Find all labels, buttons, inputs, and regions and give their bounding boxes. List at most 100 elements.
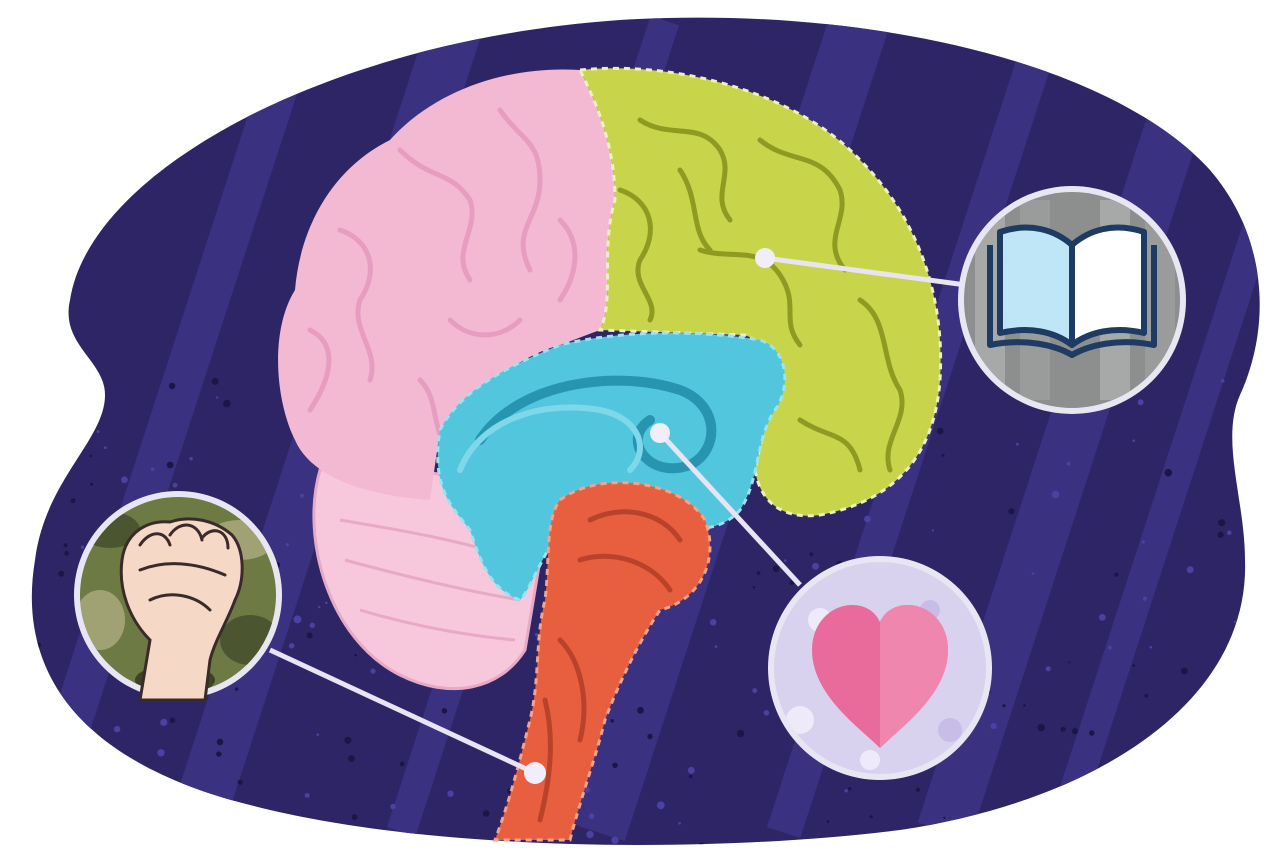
speckle — [212, 378, 219, 385]
speckle — [169, 383, 175, 389]
speckle — [1190, 781, 1196, 787]
speckle — [753, 586, 756, 589]
speckle — [1091, 794, 1098, 801]
speckle — [390, 804, 396, 810]
speckle — [217, 841, 222, 846]
speckle — [348, 755, 355, 762]
speckle — [1218, 519, 1225, 526]
speckle — [310, 623, 315, 628]
speckle — [1218, 532, 1224, 538]
speckle — [160, 719, 167, 726]
speckle — [378, 848, 380, 850]
speckle — [29, 539, 34, 544]
speckle — [610, 719, 614, 723]
speckle — [848, 787, 851, 790]
speckle — [1099, 614, 1106, 621]
speckle — [757, 571, 761, 575]
speckle — [1259, 381, 1262, 384]
speckle — [291, 822, 295, 826]
speckle — [58, 571, 64, 577]
frontal-pointer-dot — [755, 248, 775, 268]
speckle — [216, 396, 218, 398]
brainstem-pointer-dot — [524, 762, 546, 784]
speckle — [348, 829, 353, 834]
speckle — [1248, 416, 1255, 423]
speckle — [318, 606, 320, 608]
speckle — [845, 789, 848, 792]
speckle — [1236, 664, 1240, 668]
speckle — [150, 774, 157, 781]
speckle — [28, 450, 34, 456]
speckle — [1008, 508, 1014, 514]
speckle — [325, 602, 328, 605]
speckle — [189, 457, 193, 461]
speckle — [611, 837, 618, 844]
speckle — [0, 607, 3, 612]
speckle — [1234, 621, 1236, 623]
speckle — [1132, 664, 1135, 667]
speckle — [1165, 469, 1173, 477]
speckle — [157, 749, 164, 756]
speckle — [173, 483, 178, 488]
speckle — [812, 563, 819, 570]
speckle — [217, 739, 224, 746]
speckle — [991, 723, 997, 729]
speckle — [1221, 379, 1225, 383]
speckle — [286, 543, 289, 546]
speckle — [1067, 462, 1071, 466]
speckle — [1262, 596, 1264, 598]
speckle — [773, 566, 780, 573]
speckle — [121, 476, 128, 483]
speckle — [827, 820, 830, 823]
speckle — [1023, 704, 1026, 707]
speckle — [752, 688, 757, 693]
speckle — [1236, 427, 1241, 432]
speckle — [81, 546, 84, 549]
speckle — [308, 824, 311, 827]
speckle — [235, 687, 238, 690]
speckle — [1037, 724, 1045, 732]
speckle — [1032, 572, 1035, 575]
speckle — [688, 767, 695, 774]
speckle — [715, 645, 718, 648]
speckle — [1002, 704, 1005, 707]
speckle — [1253, 462, 1256, 465]
callout-limbic — [768, 556, 992, 780]
speckle — [24, 538, 27, 541]
speckle — [1132, 439, 1135, 442]
speckle — [447, 791, 453, 797]
speckle — [289, 643, 295, 649]
speckle — [64, 551, 69, 556]
speckle — [300, 494, 304, 498]
speckle — [1052, 491, 1060, 499]
speckle — [1121, 765, 1125, 769]
speckle — [307, 633, 313, 639]
speckle — [97, 430, 100, 433]
speckle — [1187, 566, 1194, 573]
speckle — [1144, 694, 1148, 698]
speckle — [764, 710, 770, 716]
speckle — [2, 837, 8, 843]
speckle — [64, 543, 68, 547]
speckle — [1089, 730, 1094, 735]
speckle — [238, 780, 243, 785]
speckle — [1272, 577, 1280, 585]
speckle — [294, 615, 302, 623]
speckle — [1257, 549, 1263, 555]
speckle — [114, 726, 120, 732]
speckle — [1139, 824, 1143, 828]
speckle — [1256, 841, 1260, 845]
speckle — [1108, 646, 1112, 650]
speckle — [317, 733, 320, 736]
speckle — [586, 831, 593, 838]
speckle — [90, 455, 93, 458]
speckle — [1181, 668, 1188, 675]
speckle — [1169, 733, 1172, 736]
speckle — [1061, 727, 1066, 732]
speckle — [305, 793, 310, 798]
speckle — [637, 707, 644, 714]
speckle — [932, 529, 934, 531]
speckle — [657, 801, 665, 809]
